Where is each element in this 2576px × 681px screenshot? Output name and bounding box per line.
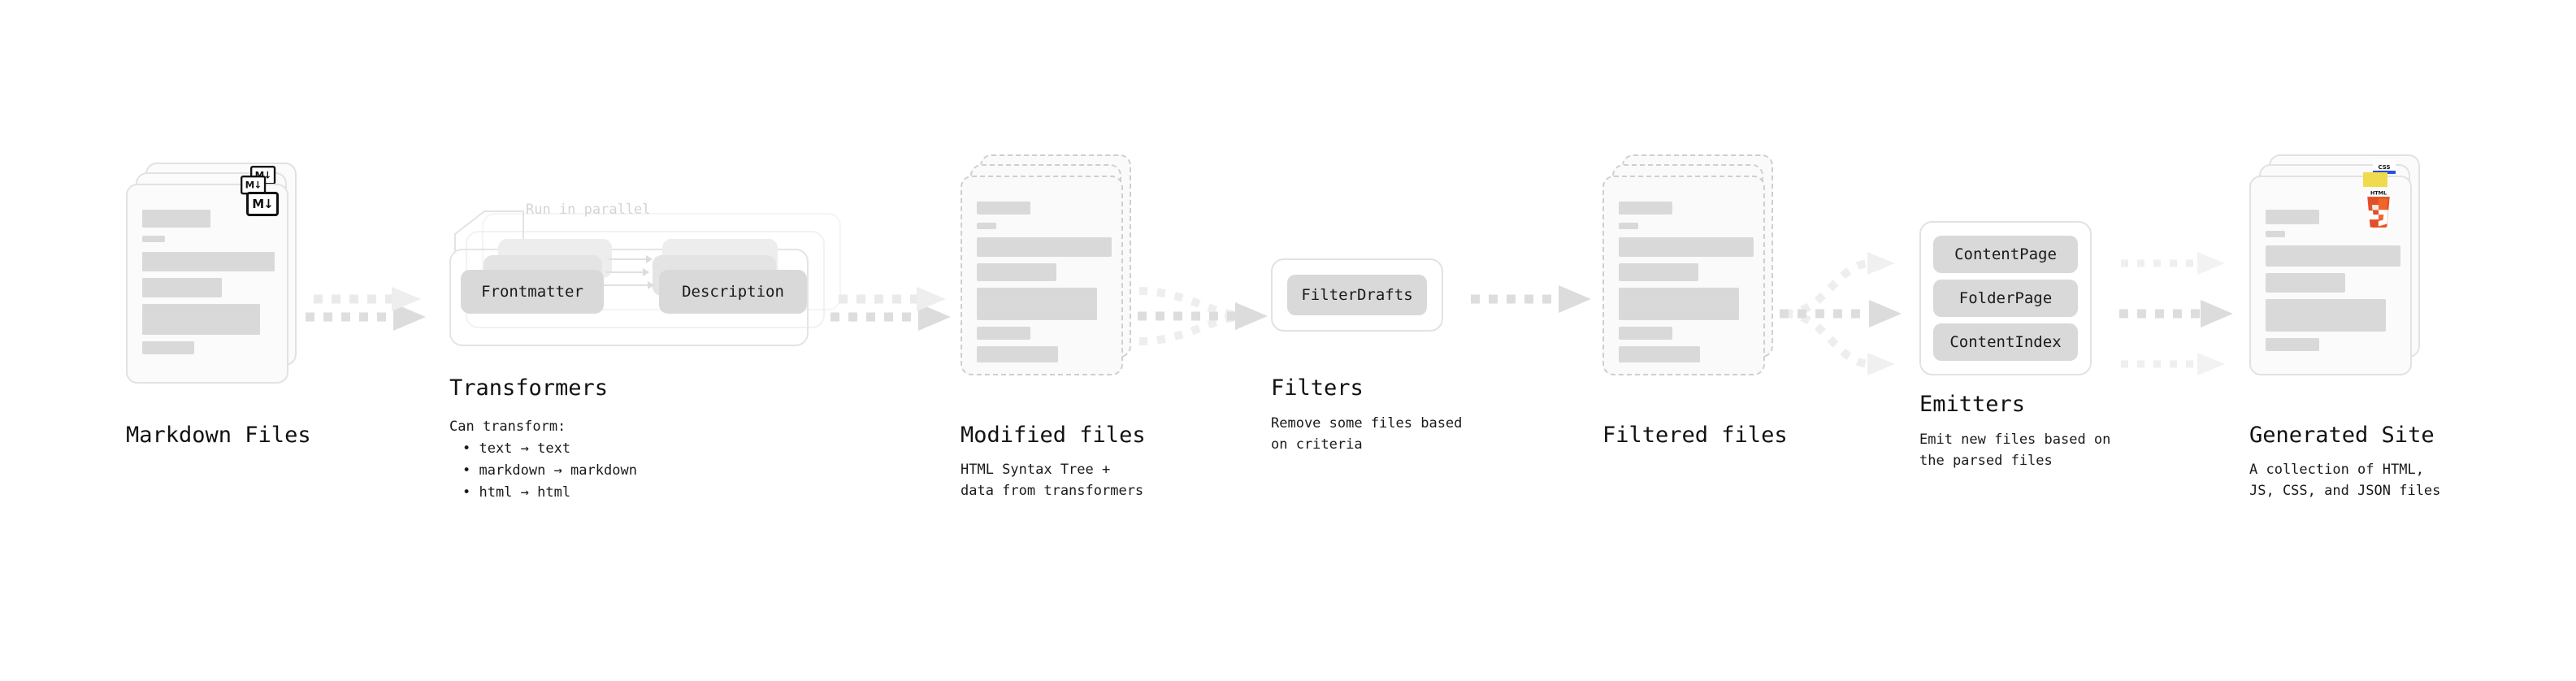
filter-item-label: FilterDrafts xyxy=(1301,286,1413,304)
markdown-icon: M↓ xyxy=(246,192,279,216)
svg-text:HTML: HTML xyxy=(2370,190,2387,196)
emitter-item-label: FolderPage xyxy=(1958,289,2053,307)
transformer-description-label: Description xyxy=(682,283,784,301)
stage-generated-site: CSS HTML xyxy=(2249,154,2420,375)
emitter-item-label: ContentIndex xyxy=(1949,333,2062,351)
markdown-icon-arrow: ↓ xyxy=(263,169,272,181)
arrow-filtered-to-emitters xyxy=(1780,252,1902,375)
transformer-layer-1 xyxy=(449,249,809,346)
stage-transformers: Frontmatter Description xyxy=(449,213,841,384)
filtered-file-stack xyxy=(1602,154,1773,375)
arrow-transformers-to-modified xyxy=(830,287,951,331)
arrow-modified-to-filters xyxy=(1138,287,1268,345)
transformers-bullet-0: • text → text xyxy=(462,440,571,457)
arrow-emitters-to-site xyxy=(2119,252,2233,375)
arrow-markdown-to-transformers xyxy=(306,287,426,331)
transformer-connector-arrow-2 xyxy=(643,268,649,276)
label-generated-site: Generated Site xyxy=(2249,423,2435,448)
generated-site-subtitle-1: A collection of HTML, xyxy=(2249,462,2424,478)
css-icon-label: CSS xyxy=(2378,164,2391,171)
markdown-icon-arrow: ↓ xyxy=(263,196,274,211)
markdown-icon-letter: M xyxy=(245,179,255,191)
emitter-item-contentpage[interactable]: ContentPage xyxy=(1933,236,2078,273)
emitters-subtitle-1: Emit new files based on xyxy=(1919,432,2111,448)
transformers-stack: Frontmatter Description xyxy=(449,213,841,384)
markdown-page-front-rows xyxy=(126,184,288,384)
label-emitters: Emitters xyxy=(1919,392,2026,417)
label-markdown-files: Markdown Files xyxy=(126,423,311,448)
html5-icon: HTML xyxy=(2363,189,2394,231)
generated-site-stack: CSS HTML xyxy=(2249,154,2420,375)
run-in-parallel-bracket xyxy=(454,210,524,252)
filters-subtitle-2: on criteria xyxy=(1271,436,1363,453)
filter-item-filterdrafts[interactable]: FilterDrafts xyxy=(1287,275,1427,315)
transformer-frontmatter-pill[interactable]: Frontmatter xyxy=(461,270,604,314)
transformer-connector-1 xyxy=(604,284,649,286)
js-icon xyxy=(2363,172,2387,187)
markdown-icon-letter: M xyxy=(252,196,264,211)
run-in-parallel-label: Run in parallel xyxy=(526,202,651,218)
modified-files-subtitle-1: HTML Syntax Tree + xyxy=(961,462,1111,478)
emitters-subtitle-2: the parsed files xyxy=(1919,453,2053,469)
transformer-description-pill[interactable]: Description xyxy=(659,270,807,314)
transformer-frontmatter-label: Frontmatter xyxy=(481,283,583,301)
transformers-bullet-1: • markdown → markdown xyxy=(462,462,637,479)
stage-emitters-box: ContentPage FolderPage ContentIndex xyxy=(1919,221,2092,375)
markdown-icon-arrow: ↓ xyxy=(254,179,262,191)
stage-modified-files xyxy=(961,154,1131,375)
stage-filtered-files xyxy=(1602,154,1773,375)
label-transformers: Transformers xyxy=(449,375,609,401)
modified-page-front xyxy=(961,176,1123,375)
label-filters: Filters xyxy=(1271,375,1364,401)
markdown-icon-letter: M xyxy=(255,170,265,180)
transformer-connector-arrow-3 xyxy=(646,255,653,263)
arrow-filters-to-filtered xyxy=(1471,285,1591,313)
modified-file-stack xyxy=(961,154,1131,375)
stage-markdown-files: M↓ M↓ M↓ xyxy=(126,163,297,384)
transformer-connector-2 xyxy=(605,271,644,273)
transformers-bullet-2: • html → html xyxy=(462,484,571,501)
generated-site-subtitle-2: JS, CSS, and JSON files xyxy=(2249,483,2441,499)
label-filtered-files: Filtered files xyxy=(1602,423,1788,448)
label-modified-files: Modified files xyxy=(961,423,1146,448)
modified-files-subtitle-2: data from transformers xyxy=(961,483,1144,499)
stage-filters-box: FilterDrafts xyxy=(1271,258,1443,332)
emitter-item-contentindex[interactable]: ContentIndex xyxy=(1933,323,2078,361)
emitter-item-label: ContentPage xyxy=(1954,245,2057,263)
filtered-page-front xyxy=(1602,176,1765,375)
transformer-connector-3 xyxy=(609,258,648,260)
transformer-connector-arrow-1 xyxy=(648,281,654,289)
emitter-item-folderpage[interactable]: FolderPage xyxy=(1933,280,2078,317)
markdown-file-stack: M↓ M↓ M↓ xyxy=(126,163,297,384)
filters-subtitle-1: Remove some files based xyxy=(1271,415,1463,432)
transformers-subtitle-heading: Can transform: xyxy=(449,419,566,435)
